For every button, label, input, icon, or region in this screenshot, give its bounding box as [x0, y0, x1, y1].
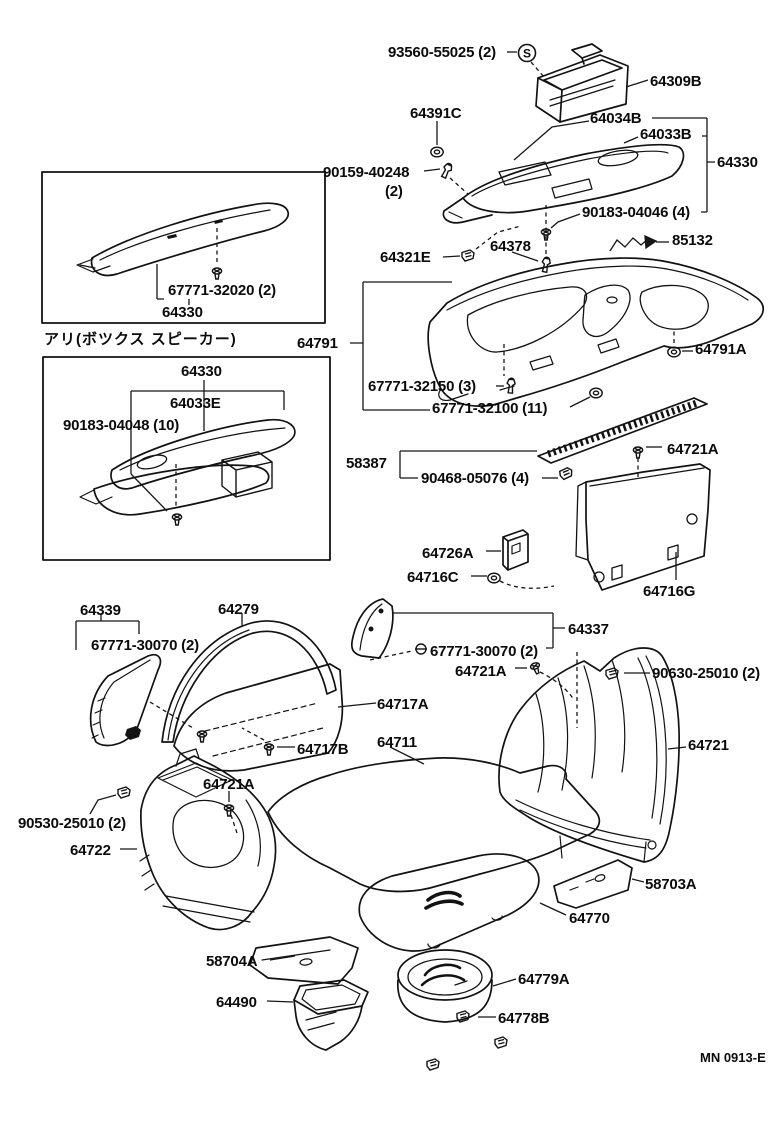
part-label-64378: 64378 — [490, 238, 531, 255]
part-label-67771-32150: 67771-32150 (3) — [368, 378, 476, 395]
part-label-90159-40248: 90159-40248 — [323, 164, 410, 181]
part-label-64722: 64722 — [70, 842, 111, 859]
tray-64490 — [293, 979, 369, 1051]
package-tray-64330 — [442, 143, 685, 224]
part-label-67771-32100: 67771-32100 (11) — [432, 400, 548, 417]
part-label-64726A: 64726A — [422, 545, 474, 562]
part-label-64716C: 64716C — [407, 569, 459, 586]
trunk-lid-trim-64791 — [427, 257, 764, 407]
part-label-64791A: 64791A — [695, 341, 747, 358]
part-label-67771-30070-right: 67771-30070 (2) — [430, 643, 538, 660]
part-label-64033B: 64033B — [640, 126, 692, 143]
part-label-90183-04046: 90183-04046 (4) — [582, 204, 690, 221]
trunk-box-64309B — [535, 43, 629, 123]
quarter-trim-64722 — [139, 748, 277, 931]
arch-trim-64279 — [161, 620, 337, 743]
corner-trim-64339 — [89, 653, 162, 747]
part-label-64330-inset2: 64330 — [181, 363, 222, 380]
part-label-64330-inset1: 64330 — [162, 304, 203, 321]
part-label-90630-25010: 90630-25010 (2) — [652, 665, 760, 682]
part-label-58704A: 58704A — [206, 953, 258, 970]
part-label-90159-40248-qty: (2) — [385, 183, 403, 200]
part-label-64391C: 64391C — [410, 105, 462, 122]
bowl-64779A — [397, 949, 493, 1023]
part-label-64309B: 64309B — [650, 73, 702, 90]
bracket-64726A — [502, 529, 529, 571]
part-label-64321E: 64321E — [380, 249, 431, 266]
part-label-85132: 85132 — [672, 232, 713, 249]
part-label-64711: 64711 — [377, 734, 417, 751]
part-label-64279: 64279 — [218, 601, 259, 618]
part-label-64490: 64490 — [216, 994, 257, 1011]
part-label-58387: 58387 — [346, 455, 387, 472]
inset-box-speaker — [42, 356, 331, 561]
part-label-90183-04048: 90183-04048 (10) — [63, 417, 180, 434]
part-label-64721A-3: 64721A — [203, 776, 255, 793]
part-label-64330-main: 64330 — [717, 154, 758, 171]
inset-box-top — [41, 171, 326, 324]
plate-58704A — [249, 936, 359, 985]
part-label-64034B: 64034B — [590, 110, 642, 127]
part-label-90530-25010: 90530-25010 (2) — [18, 815, 126, 832]
part-label-64770: 64770 — [569, 910, 610, 927]
part-label-64721: 64721 — [688, 737, 729, 754]
finish-board-64716G — [575, 463, 711, 591]
part-label-64337: 64337 — [568, 621, 609, 638]
variant-note: アリ(ボツクス スピーカー) — [44, 331, 237, 348]
part-label-64716G: 64716G — [643, 583, 696, 600]
part-label-67771-32020: 67771-32020 (2) — [168, 282, 276, 299]
part-label-93560-55025: 93560-55025 (2) — [388, 44, 496, 61]
part-label-64339: 64339 — [80, 602, 121, 619]
spare-cover-64770 — [358, 853, 540, 952]
part-label-64778B: 64778B — [498, 1010, 550, 1027]
luggage-mat-64711 — [267, 757, 601, 893]
part-label-64779A: 64779A — [518, 971, 570, 988]
page-code: MN 0913-E — [700, 1050, 766, 1065]
part-label-64033E: 64033E — [170, 395, 221, 412]
part-label-67771-30070-left: 67771-30070 (2) — [91, 637, 199, 654]
corner-trim-64337 — [350, 598, 394, 659]
part-label-64717B: 64717B — [297, 741, 349, 758]
part-label-58703A: 58703A — [645, 876, 697, 893]
part-label-64721A-1: 64721A — [667, 441, 719, 458]
part-label-90468-05076: 90468-05076 (4) — [421, 470, 529, 487]
sill-scuff-plate-58387 — [537, 397, 708, 464]
plate-58703A — [553, 859, 633, 909]
svg-text:S: S — [523, 47, 531, 61]
part-label-64721A-2: 64721A — [455, 663, 507, 680]
s-symbol: S — [517, 43, 537, 63]
part-label-64791: 64791 — [297, 335, 338, 352]
part-label-64717A: 64717A — [377, 696, 429, 713]
